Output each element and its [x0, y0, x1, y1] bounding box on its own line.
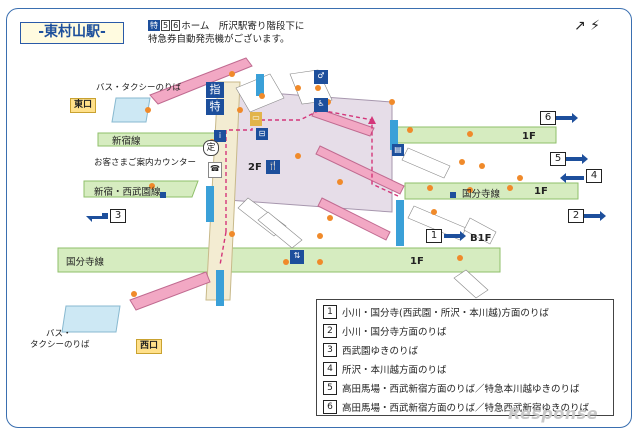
west-exit-label: 西口: [136, 339, 162, 354]
bus-taxi-west-label-2: タクシーのりば: [30, 338, 90, 350]
limited-express-ticket-mark: 特: [206, 99, 224, 115]
legend-number: 5: [323, 381, 337, 395]
elevator-east: [256, 74, 264, 96]
shinjuku-line-label: 新宿線: [112, 133, 141, 147]
elevator-platform-left: [206, 186, 214, 222]
kokubunji-line-label-left: 国分寺線: [66, 254, 104, 268]
platform-2-box: 2: [568, 209, 584, 223]
kokubunji-line-label-right: 国分寺線: [462, 186, 500, 200]
floor-1f-top-label: 1F: [522, 131, 536, 142]
toilet-icon: ♂: [314, 70, 328, 84]
bus-taxi-east-label: バス・タクシーのりば: [96, 81, 181, 93]
legend-text: 西武園ゆきのりば: [342, 343, 418, 357]
legend-number: 1: [323, 305, 337, 319]
legend-number: 3: [323, 343, 337, 357]
legend-row: 4 所沢・本川越方面のりば: [323, 359, 613, 378]
platform-6-box: 6: [540, 111, 556, 125]
elevator-b1: [396, 200, 404, 246]
legend-number: 4: [323, 362, 337, 376]
legend-row: 3 西武園ゆきのりば: [323, 340, 613, 359]
legend-row: 5 高田馬場・西武新宿方面のりば／特急本川越ゆきのりば: [323, 378, 613, 397]
platform-4-box: 4: [586, 169, 602, 183]
escalator-west-exit: [130, 272, 210, 310]
legend-number: 2: [323, 324, 337, 338]
stair-icon: ▤: [392, 144, 404, 156]
bus-area-east: [112, 98, 150, 122]
service-counter-label: お客さまご案内カウンター: [94, 156, 196, 168]
legend-row: 2 小川・国分寺方面のりば: [323, 321, 613, 340]
legend-number: 6: [323, 400, 337, 414]
elevator-icon: ⇅: [290, 250, 304, 264]
accessible-icon: ♿: [314, 98, 328, 112]
legend-text: 所沢・本川越方面のりば: [342, 362, 447, 376]
restaurant-icon: 🍴: [266, 160, 280, 174]
platform-kokubunji-line: [58, 248, 500, 272]
legend-text: 小川・国分寺方面のりば: [342, 324, 447, 338]
legend-text: 小川・国分寺(西武園・所沢・本川越)方面のりば: [342, 305, 549, 319]
east-exit-label: 東口: [70, 98, 96, 113]
reserved-ticket-mark: 指: [206, 82, 224, 98]
legend-text: 高田馬場・西武新宿方面のりば／特急本川越ゆきのりば: [342, 381, 580, 395]
legend-row: 1 小川・国分寺(西武園・所沢・本川越)方面のりば: [323, 302, 613, 321]
telephone-icon: ☎: [208, 162, 222, 178]
floor-1f-mid-label: 1F: [534, 186, 548, 197]
watermark: Response: [508, 404, 598, 423]
elevator-west: [216, 270, 224, 306]
floor-2f-label: 2F: [248, 162, 262, 173]
floor-1f-bottom-label: 1F: [410, 256, 424, 267]
floor-b1f-label: B1F: [470, 233, 491, 244]
platform-3-box: 3: [110, 209, 126, 223]
gate-icon: ⊟: [256, 128, 268, 140]
commuter-pass-mark: 定: [203, 140, 219, 156]
platform-5-box: 5: [550, 152, 566, 166]
ticket-machine-icon: ▭: [250, 112, 262, 126]
shinjuku-seibuen-line-label: 新宿・西武園線: [94, 184, 161, 198]
platform-1-box: 1: [426, 229, 442, 243]
